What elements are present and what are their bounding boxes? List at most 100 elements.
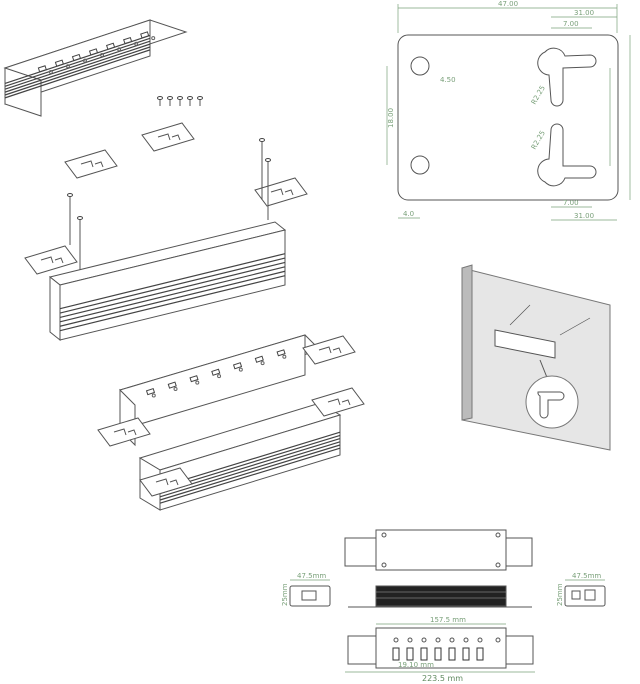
dim-hole-diameter: 4.50 xyxy=(440,76,456,84)
led-icon xyxy=(449,637,455,643)
screw-icon xyxy=(167,96,173,106)
led-icon xyxy=(117,47,122,52)
dim-width: 47.00 xyxy=(498,0,518,8)
led-icon xyxy=(463,637,469,643)
left-end-height: 25mm xyxy=(281,583,289,606)
keyhole-slot xyxy=(157,133,181,141)
dim-overall-length: 223.5 mm xyxy=(422,674,463,683)
right-end-view: 47.5mm 25mm xyxy=(556,572,606,607)
screw-icon xyxy=(197,96,203,106)
keyhole-slot xyxy=(113,428,137,436)
hub-underside-iso xyxy=(138,402,342,511)
bracket-c xyxy=(139,467,193,497)
heatsink-fin xyxy=(4,37,151,87)
usb-port-icon xyxy=(476,647,484,661)
usb-port-icon xyxy=(462,647,470,661)
mounting-hole-top xyxy=(410,56,430,76)
screw-icon xyxy=(265,158,271,220)
bracket-b xyxy=(302,335,356,365)
right-end-width: 47.5mm xyxy=(572,572,601,580)
bracket-left xyxy=(64,149,118,179)
keyhole-slot xyxy=(327,398,351,406)
usb-port-icon xyxy=(189,375,199,383)
wall-mounted-hub xyxy=(494,329,556,359)
led-icon xyxy=(65,64,70,69)
usb-port-icon xyxy=(276,349,286,357)
dim-hole-spacing: 18.00 xyxy=(387,108,395,128)
dim-slot-inner: 7.00 xyxy=(563,20,579,28)
heatsink-fin xyxy=(4,40,151,90)
heatsink-fin xyxy=(59,270,286,327)
heatsink-fin xyxy=(59,253,286,310)
keyhole-slot xyxy=(318,346,342,354)
wall-mount-illustration xyxy=(461,264,611,451)
led-icon xyxy=(393,637,399,643)
led-icon xyxy=(238,367,243,372)
keyhole-slot-top xyxy=(537,47,597,107)
keyhole-slot xyxy=(155,478,179,486)
usb-port-icon xyxy=(140,31,150,39)
orthographic-views: 47.5mm 25mm 47.5mm 25mm 157.5 mm 19.10 m… xyxy=(281,529,606,683)
heatsink-fin xyxy=(159,441,341,498)
screw-icon xyxy=(177,96,183,106)
hub-with-brackets-iso xyxy=(119,334,321,447)
led-icon xyxy=(173,387,178,392)
led-icon xyxy=(407,637,413,643)
usb-port-icon xyxy=(123,36,133,45)
heatsink-fin xyxy=(159,444,341,501)
led-icon xyxy=(48,69,53,74)
keyhole-slot xyxy=(270,188,294,196)
heatsink-fin xyxy=(4,49,151,99)
usb-port-icon xyxy=(406,647,414,661)
usb-port-icon xyxy=(71,53,82,62)
end-face xyxy=(49,275,61,342)
screw-icon xyxy=(187,96,193,106)
power-led-icon xyxy=(495,637,501,643)
front-view: 157.5 mm 19.10 mm 223.5 mm xyxy=(345,616,535,683)
bracket-right xyxy=(141,122,195,152)
led-icon xyxy=(435,637,441,643)
detail-callout xyxy=(525,375,579,429)
dim-bottom-slot-inner: 7.00 xyxy=(563,199,579,207)
usb-port-icon xyxy=(211,368,221,376)
usb-port-icon xyxy=(448,647,456,661)
usb-port-icon xyxy=(232,362,243,370)
side-view xyxy=(348,585,532,608)
heatsink-fin xyxy=(59,257,286,314)
led-icon xyxy=(260,361,265,366)
led-icon xyxy=(151,393,156,398)
led-icon xyxy=(421,637,427,643)
mounting-plate-drawing: 47.00 31.00 7.00 4.50 18.00 4.0 7.00 31.… xyxy=(386,0,631,221)
keyhole-detail xyxy=(537,391,565,419)
led-icon xyxy=(195,380,200,385)
usb-port-icon xyxy=(434,647,442,661)
heatsink-body xyxy=(375,585,507,607)
heatsink-fin xyxy=(4,43,151,93)
screw-icon xyxy=(259,138,265,200)
bracket-a xyxy=(97,417,151,447)
heatsink-fin xyxy=(59,275,286,332)
led-icon xyxy=(100,53,105,58)
mounting-hole-bottom xyxy=(410,155,430,175)
usb-port-icon xyxy=(145,388,156,396)
usb-port-icon xyxy=(54,59,64,67)
led-icon xyxy=(82,58,87,63)
screw-icon xyxy=(77,216,83,278)
dim-body-length: 157.5 mm xyxy=(430,616,466,624)
hub-bottom-iso xyxy=(48,221,287,342)
usb-port-icon xyxy=(167,381,177,389)
led-icon xyxy=(151,36,156,41)
hub-top-view-iso xyxy=(3,19,188,117)
keyhole-slot xyxy=(40,256,64,264)
usb-port-icon xyxy=(88,48,99,56)
dim-port-pitch: 19.10 mm xyxy=(398,661,434,669)
left-end-width: 47.5mm xyxy=(297,572,326,580)
bracket-side-left xyxy=(24,245,78,275)
left-end-view: 47.5mm 25mm xyxy=(281,572,331,607)
led-icon xyxy=(217,374,222,379)
keyhole-slot xyxy=(80,160,104,168)
led-icon xyxy=(134,41,139,46)
heatsink-fin xyxy=(59,261,286,319)
heatsink-fin xyxy=(159,447,341,504)
